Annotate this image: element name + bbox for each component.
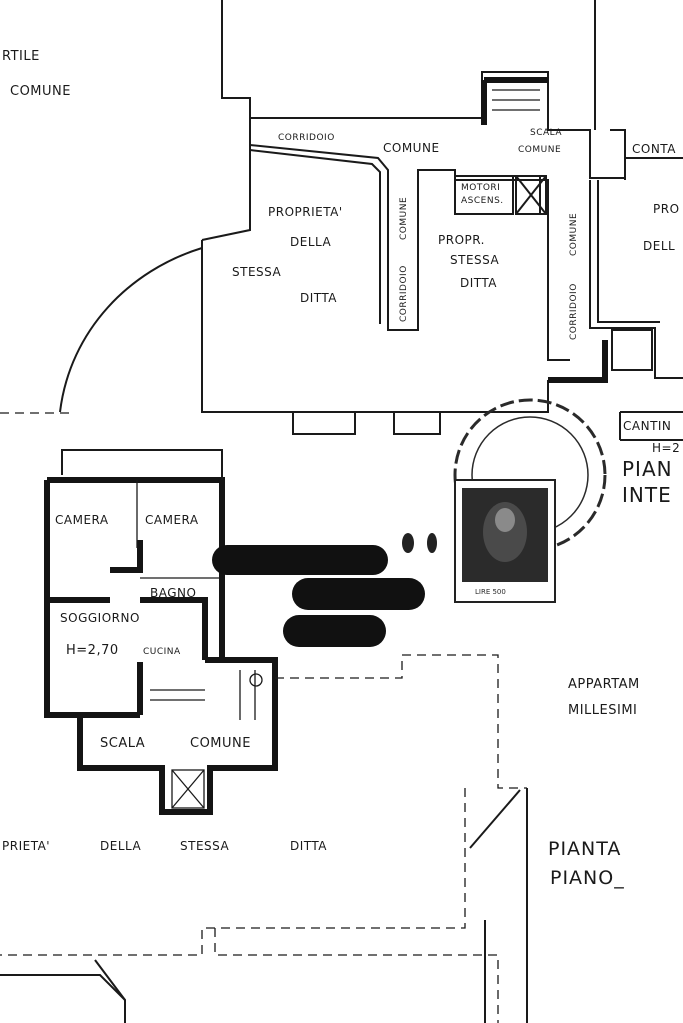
label-ditta-1: DITTA xyxy=(300,291,337,305)
label-contatori: CONTA xyxy=(632,142,676,156)
label-motori: MOTORI xyxy=(461,183,500,193)
label-corridoio: CORRIDOIO xyxy=(278,133,335,143)
stamp-value: LIRE 500 xyxy=(475,588,506,596)
label-appartamento: APPARTAM xyxy=(568,677,640,692)
label-della-1: DELLA xyxy=(290,235,331,249)
label-camera-1: CAMERA xyxy=(55,513,109,527)
label-piano: PIANO_ xyxy=(550,867,625,889)
label-h-soggiorno: H=2,70 xyxy=(66,643,119,658)
label-propr-2: PROPR. xyxy=(438,233,485,247)
label-stessa-2: STESSA xyxy=(450,253,499,267)
label-corridoio-v2: CORRIDOIO xyxy=(569,283,579,340)
label-camera-2: CAMERA xyxy=(145,513,199,527)
label-comune-v1: COMUNE xyxy=(399,197,409,240)
label-stessa-bottom: STESSA xyxy=(180,839,229,853)
label-corridoio-v1: CORRIDOIO xyxy=(399,265,409,322)
lower-outline xyxy=(0,654,528,1023)
label-cantina: CANTIN xyxy=(623,419,671,433)
revenue-stamp xyxy=(453,398,607,603)
label-comune-mid: COMUNE xyxy=(383,141,440,155)
label-ditta-bottom: DITTA xyxy=(290,839,327,853)
label-ascensore: ASCENS. xyxy=(461,196,504,206)
label-ditta-2: DITTA xyxy=(460,276,497,290)
label-comune-top: COMUNE xyxy=(10,84,71,99)
label-comune-bottom: COMUNE xyxy=(190,736,251,751)
label-cortile: RTILE xyxy=(2,49,40,64)
label-scala-top: SCALA xyxy=(530,128,562,138)
apartment-walls xyxy=(44,449,278,815)
label-piano-right: PIAN xyxy=(622,457,673,481)
label-bagno: BAGNO xyxy=(150,586,196,600)
label-scala-bottom: SCALA xyxy=(100,736,145,751)
label-proprieta-bottom: PRIETA' xyxy=(2,839,50,853)
label-h-cantina: H=2 xyxy=(652,441,680,455)
label-inte-right: INTE xyxy=(622,483,672,507)
drawing-labels: RTILE COMUNE CORRIDOIO COMUNE SCALA COMU… xyxy=(2,49,680,889)
label-pianta: PIANTA xyxy=(548,838,621,860)
label-comune-scala: COMUNE xyxy=(518,145,561,155)
label-pro-right: PRO xyxy=(653,202,680,216)
redaction-marks xyxy=(212,533,437,647)
label-stessa-1: STESSA xyxy=(232,265,281,279)
label-dell-right: DELL xyxy=(643,239,675,253)
label-proprieta-1: PROPRIETA' xyxy=(268,205,343,219)
label-comune-v2: COMUNE xyxy=(569,213,579,256)
label-cucina: CUCINA xyxy=(143,647,181,657)
label-della-bottom: DELLA xyxy=(100,839,141,853)
label-soggiorno: SOGGIORNO xyxy=(60,611,140,625)
upper-building-walls xyxy=(0,0,683,441)
label-millesimi: MILLESIMI xyxy=(568,703,637,718)
